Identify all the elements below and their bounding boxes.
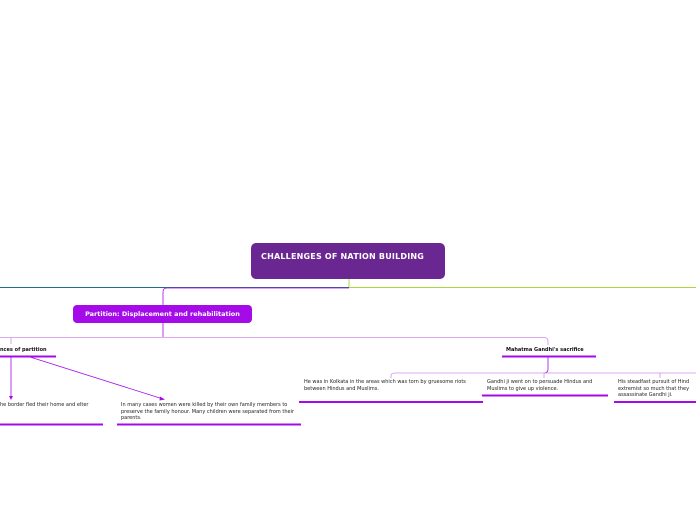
- consequences-arrow-2: [29, 356, 164, 400]
- leaf-consequence-1-text: he border fled their home and elter: [0, 402, 89, 408]
- consequences-arrowhead-2: [159, 396, 165, 401]
- subtopic-gandhi[interactable]: Mahatma Gandhi's sacrifice: [506, 347, 584, 354]
- root-title: CHALLENGES OF NATION BUILDING: [261, 252, 425, 261]
- leaf-consequence-2-text: In many cases women were killed by their…: [121, 402, 295, 421]
- leaf-gandhi-2-text: Gandhi ji went on to persuade Hindus and…: [487, 379, 593, 392]
- consequences-arrowhead-1: [9, 396, 13, 400]
- subtopic-connector: [0, 337, 549, 345]
- gandhi-stem: [543, 357, 549, 374]
- main-topic-label: Partition: Displacement and rehabilitati…: [85, 310, 240, 318]
- root-node[interactable]: CHALLENGES OF NATION BUILDING: [251, 243, 445, 279]
- subtopic-consequences-label: nces of partition: [0, 347, 47, 353]
- main-topic-node[interactable]: Partition: Displacement and rehabilitati…: [73, 305, 252, 323]
- leaf-gandhi-1-text: He was in Kolkata in the areas which was…: [304, 379, 466, 392]
- gandhi-children-connector: [390, 372, 696, 378]
- main-topic-connector: [162, 287, 349, 305]
- subtopic-consequences[interactable]: nces of partition: [0, 347, 47, 354]
- subtopic-gandhi-label: Mahatma Gandhi's sacrifice: [506, 347, 584, 353]
- leaf-consequence-1[interactable]: he border fled their home and elter: [0, 402, 98, 409]
- leaf-gandhi-1[interactable]: He was in Kolkata in the areas which was…: [304, 379, 479, 392]
- leaf-consequence-2[interactable]: In many cases women were killed by their…: [121, 402, 296, 422]
- leaf-gandhi-3-text: His steadfast pursuit of Hind extremist …: [618, 379, 690, 398]
- leaf-gandhi-3[interactable]: His steadfast pursuit of Hind extremist …: [618, 379, 696, 399]
- leaf-gandhi-2[interactable]: Gandhi ji went on to persuade Hindus and…: [487, 379, 607, 392]
